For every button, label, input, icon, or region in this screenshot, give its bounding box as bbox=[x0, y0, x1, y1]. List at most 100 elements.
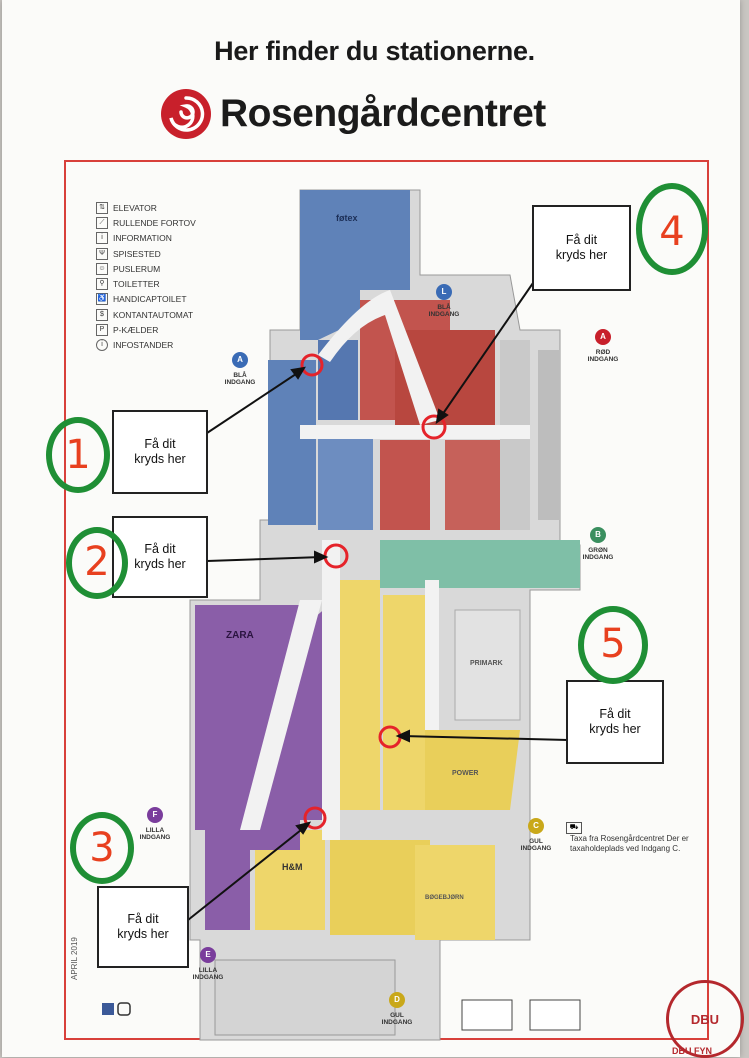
print-date: APRIL 2019 bbox=[70, 937, 79, 980]
accessible-toilet-icon: ♿ bbox=[96, 293, 108, 306]
entrance-label-gul-d: GUL INDGANG bbox=[381, 1012, 413, 1026]
callout-arrows bbox=[187, 282, 569, 921]
station-number-2: 2 bbox=[84, 539, 110, 585]
legend-item: ☺PUSLERUM bbox=[96, 261, 196, 276]
callout-box-4: Få dit kryds her bbox=[532, 205, 631, 291]
page-title: Her finder du stationerne. bbox=[214, 36, 535, 66]
dbu-badge-text: DBU bbox=[690, 1011, 720, 1027]
baby-changing-icon: ☺ bbox=[96, 262, 108, 275]
entrance-badge-lilla-e bbox=[200, 947, 216, 963]
callout-line2: kryds her bbox=[555, 248, 608, 262]
station-number-4: 4 bbox=[659, 209, 685, 255]
entrance-badge-gul-d bbox=[389, 992, 405, 1008]
walkway-center bbox=[322, 540, 340, 840]
store-label-power: POWER bbox=[452, 770, 479, 777]
walkway-diagonal-top bbox=[318, 290, 440, 425]
social-instagram-icon bbox=[117, 1002, 131, 1016]
entrance-letter-lilla-f: F bbox=[152, 810, 158, 819]
yellow-zone-bottom bbox=[330, 840, 430, 935]
yellow-zone-bottom-right bbox=[415, 845, 495, 940]
taxi-icon: ⛟ bbox=[566, 822, 582, 834]
social-facebook-icon bbox=[102, 1003, 114, 1015]
entrance-badge-lilla-f bbox=[147, 807, 163, 823]
station-number-3: 3 bbox=[89, 825, 115, 871]
toilet-icon: ⚲ bbox=[96, 278, 108, 291]
entrance-label-gul-c: GUL INDGANG bbox=[520, 838, 552, 852]
blue-zone-left bbox=[268, 360, 316, 525]
walkway-east bbox=[425, 580, 439, 730]
callout-line1: Få dit bbox=[127, 912, 159, 926]
callout-box-1: Få dit kryds her bbox=[112, 410, 208, 494]
callout-line2: kryds her bbox=[134, 452, 186, 466]
red-zone-lower bbox=[380, 440, 430, 530]
station-ring-4 bbox=[636, 183, 708, 275]
entrance-badges bbox=[147, 284, 611, 1008]
dbu-sub-label: DBU FYN bbox=[672, 1046, 712, 1056]
entrance-letter-gul-d: D bbox=[394, 995, 400, 1004]
callout-box-5: Få dit kryds her bbox=[566, 680, 664, 764]
entrance-badge-gul-c bbox=[528, 818, 544, 834]
station-ring-2 bbox=[66, 527, 128, 599]
entrance-label-gron-b: GRØN INDGANG bbox=[582, 547, 614, 561]
grey-block-far-right bbox=[538, 350, 560, 520]
entrance-letter-bla-a: A bbox=[237, 355, 243, 364]
legend-item: ♿HANDICAPTOILET bbox=[96, 293, 187, 306]
facility-box bbox=[529, 999, 581, 1031]
store-label-zara: ZARA bbox=[226, 630, 254, 641]
store-label-primark: PRIMARK bbox=[470, 660, 503, 667]
entrance-letter-lilla-e: E bbox=[205, 950, 211, 959]
legend-item: ⇅ELEVATOR bbox=[96, 200, 196, 215]
station-marker-1 bbox=[300, 353, 324, 377]
entrance-badge-rod-a bbox=[595, 329, 611, 345]
mcdonalds-box bbox=[461, 999, 513, 1031]
entrance-badge-bla-a bbox=[232, 352, 248, 368]
info-stand-icon: i bbox=[96, 339, 108, 352]
entrance-letter-gul-c: C bbox=[533, 821, 539, 830]
callout-box-3: Få dit kryds her bbox=[97, 886, 189, 968]
blue-zone-fotex bbox=[300, 190, 410, 340]
grey-block-bottom bbox=[214, 959, 396, 1036]
callout-line2: kryds her bbox=[589, 722, 641, 736]
brand-name: Rosengårdcentret bbox=[220, 92, 546, 135]
station-ring-1 bbox=[46, 417, 110, 493]
red-zone-lower-right bbox=[445, 440, 500, 530]
callout-box-2: Få dit kryds her bbox=[112, 516, 208, 598]
entrance-letter-gron-b: B bbox=[595, 530, 601, 539]
blue-zone-mid bbox=[318, 430, 373, 530]
entrance-badge-bla-l bbox=[436, 284, 452, 300]
callout-line1: Få dit bbox=[599, 707, 631, 721]
elevator-icon: ⇅ bbox=[96, 201, 108, 214]
station-ring-3 bbox=[70, 812, 134, 884]
rosengard-logo-icon bbox=[161, 89, 211, 139]
entrance-letter-bla-l: L bbox=[441, 287, 447, 296]
entrance-badge-gron-b bbox=[590, 527, 606, 543]
callout-line1: Få dit bbox=[144, 542, 176, 556]
grey-primark bbox=[454, 609, 521, 721]
legend-item: ⟋RULLENDE FORTOV bbox=[96, 215, 196, 230]
callout-line2: kryds her bbox=[134, 557, 186, 571]
yellow-zone-mid bbox=[340, 580, 380, 810]
walkway-diagonal-purple bbox=[240, 600, 322, 830]
entrance-label-lilla-e: LILLA INDGANG bbox=[192, 967, 224, 981]
parking-icon: P bbox=[96, 324, 108, 337]
callout-line1: Få dit bbox=[565, 233, 598, 247]
walkway-cross bbox=[300, 425, 530, 439]
station-number-5: 5 bbox=[600, 621, 626, 667]
store-label-fotex: føtex bbox=[336, 213, 358, 223]
yellow-zone-power bbox=[425, 730, 520, 810]
entrance-letter-rod-a: A bbox=[600, 332, 606, 341]
callout-line2: kryds her bbox=[117, 927, 169, 941]
entrance-label-bla-a: BLÅ INDGANG bbox=[224, 372, 256, 386]
station-ring-5 bbox=[578, 606, 648, 684]
legend-item: ⚲TOILETTER bbox=[96, 276, 196, 291]
brand: Rosengårdcentret bbox=[160, 84, 546, 144]
taxi-note: Taxa fra Rosengårdcentret Der er taxahol… bbox=[570, 834, 689, 853]
callout-line1: Få dit bbox=[144, 437, 176, 451]
station-marker-3 bbox=[303, 806, 327, 830]
